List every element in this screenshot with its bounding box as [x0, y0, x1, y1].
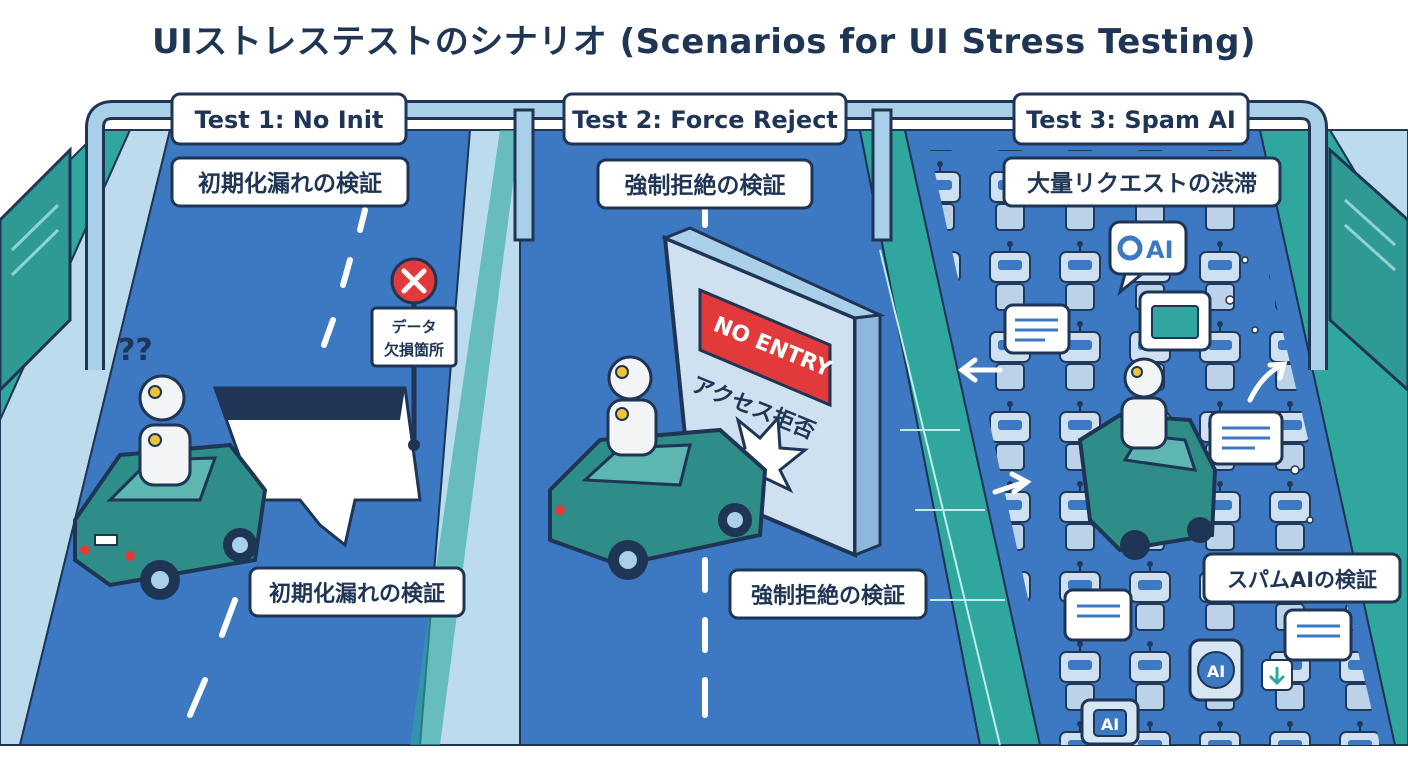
confused-marks: ??	[118, 333, 153, 368]
lane-2-bottom-label: 強制拒絶の検証	[728, 568, 928, 620]
data-hole	[212, 386, 422, 548]
crash-dummy-2	[606, 355, 658, 457]
ai-robot: AI	[1080, 698, 1140, 746]
lane-2-bottom-text: 強制拒絶の検証	[751, 583, 905, 609]
lane-1-no-init: データ 欠損箇所 ??	[73, 257, 458, 600]
message-bubble	[1283, 608, 1353, 662]
ai-bubble-label: AI	[1146, 236, 1174, 264]
arrow-icon	[957, 357, 1003, 383]
lane-1-bottom-text: 初期化漏れの検証	[269, 581, 445, 607]
lane-3-bottom-text: スパムAIの検証	[1227, 568, 1377, 592]
ai-chat-bubble: AI	[1108, 220, 1188, 297]
crash-dummy-1	[138, 374, 192, 487]
robot-badge: AI	[1101, 715, 1119, 734]
sign-line-1: データ	[391, 318, 436, 336]
crash-test-car-2	[548, 427, 768, 580]
lane-2-subtitle: 強制拒絶の検証	[596, 158, 814, 210]
lane-1-header: Test 1: No Init	[170, 92, 408, 146]
lane-3-header: Test 3: Spam AI	[1012, 92, 1250, 146]
lane-2-header: Test 2: Force Reject	[562, 92, 848, 146]
lane-1-header-text: Test 1: No Init	[195, 106, 384, 134]
folder-icon	[1151, 305, 1199, 339]
sign-line-2: 欠損箇所	[384, 341, 444, 359]
lane-2-force-reject: NO ENTRY アクセス拒否	[548, 226, 886, 580]
lane-3-header-text: Test 3: Spam AI	[1026, 106, 1236, 134]
lane-2-header-text: Test 2: Force Reject	[572, 106, 838, 134]
page-title: UIストレステストのシナリオ (Scenarios for UI Stress …	[151, 22, 1257, 62]
lane-1-subtitle: 初期化漏れの検証	[170, 156, 410, 208]
lane-1-subtitle-text: 初期化漏れの検証	[198, 170, 382, 197]
arrow-icon	[992, 471, 1032, 495]
lane-3-bottom-label: スパムAIの検証	[1202, 552, 1402, 604]
ai-robot: AI	[1188, 638, 1244, 702]
robot-badge: AI	[1207, 662, 1225, 681]
message-bubble	[1003, 303, 1071, 355]
lane-1-bottom-label: 初期化漏れの検証	[248, 566, 466, 618]
message-bubble	[1208, 410, 1284, 466]
crash-dummy-3	[1120, 357, 1168, 450]
data-missing-sign	[370, 306, 458, 368]
arrow-icon	[1247, 361, 1288, 403]
lane-3-subtitle-text: 大量リクエストの渋滞	[1027, 171, 1257, 197]
message-bubble	[1063, 588, 1133, 642]
gear-icon	[1117, 235, 1143, 261]
download-icon	[1261, 659, 1293, 691]
lane-2-subtitle-text: 強制拒絶の検証	[625, 172, 786, 199]
folder-bubble	[1138, 290, 1212, 352]
lane-3-subtitle: 大量リクエストの渋滞	[1002, 156, 1282, 208]
